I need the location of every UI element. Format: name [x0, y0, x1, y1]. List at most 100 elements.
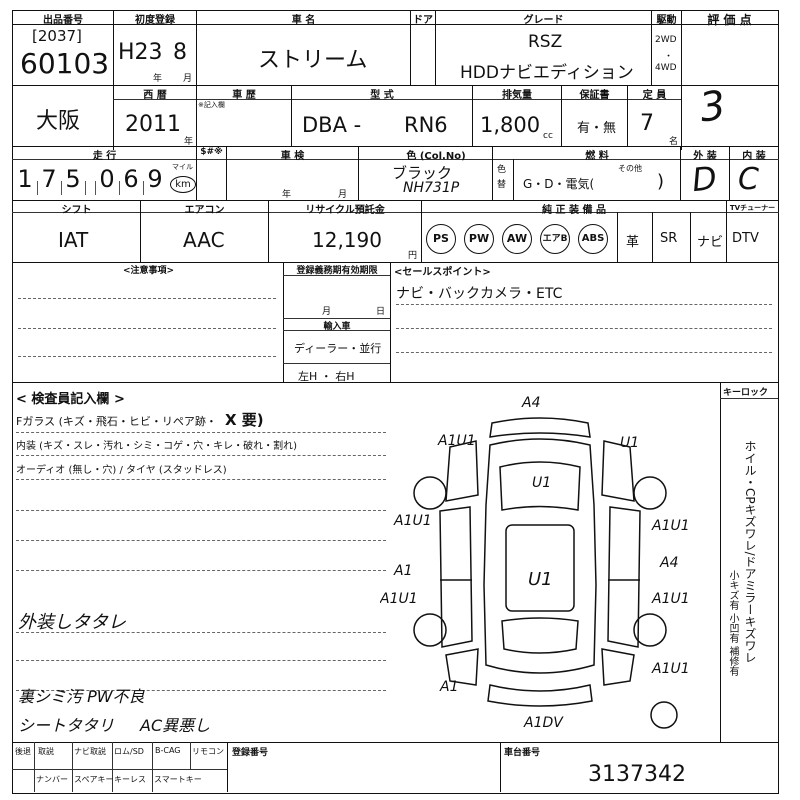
row3-bottom-line: [12, 200, 779, 201]
inspector-line1-tail: X 要): [225, 411, 264, 429]
warranty-label: 保証書: [579, 90, 610, 101]
year-label: 西 暦: [143, 90, 167, 101]
footer-sub-4: [152, 742, 153, 792]
diagram-mark: A1U1: [651, 661, 690, 677]
diagram-mark: A4: [659, 555, 678, 571]
front-bumper: [489, 417, 591, 438]
equip-aw: AW: [502, 224, 532, 254]
footer-col2-1: ナンバー: [36, 775, 68, 784]
right-front-fender: [601, 440, 635, 502]
model-code: RN6: [404, 113, 448, 137]
footer-col-2: 取説: [38, 747, 54, 756]
color-value: ブラック: [392, 164, 453, 182]
row4-col-e: [652, 212, 653, 262]
wheel-rear-right: [633, 613, 667, 647]
chassis-label: 車台番号: [504, 748, 541, 758]
row3-col-f: [680, 146, 681, 200]
equipment-label: 純 正 装 備 品: [542, 205, 606, 216]
footer-sub-2: [72, 742, 73, 792]
footer-sub-5: [190, 742, 191, 769]
diagram-mark: A1U1: [393, 513, 432, 529]
region-value: 大阪: [36, 109, 81, 134]
row1-bottom-line: [12, 85, 779, 86]
shift-value: IAT: [58, 228, 89, 252]
footer-col-6: リモコン: [192, 747, 224, 756]
side-legend-1: ホイル・CPキズワレ/ドアミラーキズワレ: [743, 440, 757, 664]
first-reg-era: H23: [118, 40, 163, 65]
side-legend-2: 小キズ有 小凹有 補修有: [727, 570, 738, 677]
diagram-mark: A1: [393, 563, 412, 579]
handwritten-note-2: 裏シミ汚 PW不良: [18, 687, 145, 706]
interior-value: C: [738, 162, 759, 197]
diagram-mark: A1U1: [437, 433, 476, 449]
keylock-line: [720, 398, 778, 399]
tuner-label: TVチューナー: [729, 204, 776, 212]
col-line-5: [651, 10, 652, 86]
footer-col2-4: スマートキー: [154, 775, 202, 784]
drive-4wd: 4WD: [655, 63, 677, 73]
rear-bumper: [487, 684, 593, 707]
mileage-digit: 1: [17, 165, 33, 193]
row4-col-f: [690, 212, 691, 262]
first-reg-month: 8: [173, 40, 187, 65]
row2-header-line: [113, 99, 681, 100]
equip-abs: ABS: [578, 224, 608, 254]
diagram-mark: A1U1: [651, 591, 690, 607]
col-line-4: [435, 10, 436, 86]
month-unit: 月: [183, 74, 193, 84]
notes-bottom-line: [12, 382, 779, 383]
footer-col-1: 後退: [15, 747, 31, 756]
diagram-mark: A4: [521, 395, 540, 411]
row2-col-d: [561, 85, 562, 146]
capacity-value: 7: [640, 111, 654, 136]
row3-col-a: [196, 146, 197, 200]
door-label: ドア: [413, 15, 433, 26]
shift-label: シフト: [61, 205, 92, 216]
grade-line1: RSZ: [528, 32, 563, 52]
caution-label: <注意事項>: [122, 266, 175, 276]
handwritten-note-3: シートタタリ: [18, 716, 115, 735]
cc-unit: cc: [543, 131, 553, 141]
wheel-rear-left: [413, 613, 447, 647]
left-front-fender: [445, 440, 479, 502]
equip-navi: ナビ: [697, 235, 724, 250]
mileage-digit: 6: [123, 165, 139, 193]
lot-no-label: 出品番号: [43, 15, 83, 26]
steering-value: 左H ・ 右H: [298, 370, 355, 383]
history-label: 車 歴: [232, 90, 256, 101]
row4-col-b: [268, 200, 269, 262]
diagram-mark: A1DV: [523, 715, 564, 731]
reg-label: 登録番号: [232, 748, 269, 758]
row4-col-c: [421, 200, 422, 262]
row3-header-line: [12, 159, 779, 160]
row3-col-b: [226, 146, 227, 200]
expiry-month-unit: 月: [322, 307, 332, 317]
footer-sub-1: [34, 742, 35, 792]
wheel-front-left: [413, 476, 447, 510]
inspector-line3: オーディオ (無し・穴) / タイヤ (スタッドレス): [16, 465, 227, 476]
grade-line2: HDDナビエディション: [460, 63, 634, 83]
chassis-value: 3137342: [588, 762, 686, 787]
notes-h2: [283, 318, 390, 319]
sheet-frame: [12, 10, 779, 794]
car-name: ストリーム: [258, 48, 368, 73]
footer-col-b: [500, 742, 501, 792]
diagram-mark: A1: [439, 679, 458, 695]
fuel-value: G・D・電気(: [523, 177, 595, 191]
row3-col-d: [492, 146, 493, 200]
color-code: NH731P: [403, 180, 460, 196]
equip-leather: 革: [626, 235, 640, 250]
footer-sub-3: [112, 742, 113, 792]
inspector-line1: Fガラス (キズ・飛石・ヒビ・リペア跡・: [16, 415, 217, 428]
exterior-label: 外 装: [693, 151, 717, 162]
col-line-2: [196, 10, 197, 86]
equip-dtv: DTV: [732, 231, 759, 246]
footer-col2-2: スペアキー: [74, 775, 114, 784]
capacity-label: 定 員: [642, 90, 667, 101]
history-sub: ※記入欄: [198, 101, 225, 109]
hood-panel: [499, 461, 581, 511]
grade-label: グレード: [523, 15, 564, 26]
footer-col-4: ロム/SD: [114, 747, 144, 756]
notes-col-a: [283, 262, 284, 382]
row4-col-g: [726, 200, 727, 262]
